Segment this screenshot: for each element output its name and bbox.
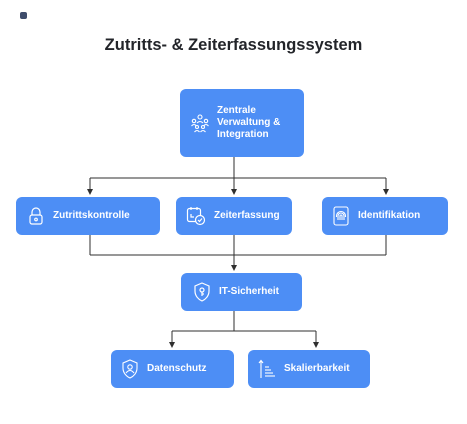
padlock-icon: [28, 207, 44, 225]
node-it-security: IT-Sicherheit: [181, 273, 302, 311]
node-access-control: Zutrittskontrolle: [16, 197, 160, 235]
node-ident-label: Identifikation: [358, 210, 421, 221]
page-title: Zutritts- & Zeiterfassungssystem: [104, 36, 363, 54]
people-network-icon: [190, 113, 210, 133]
shield-key-icon: [193, 282, 211, 302]
clock-calendar-icon: [186, 206, 206, 226]
node-scale-label: Skalierbarkeit: [284, 363, 350, 374]
node-privacy-label: Datenschutz: [147, 363, 207, 374]
node-time-tracking: Zeiterfassung: [176, 197, 292, 235]
scale-up-icon: [258, 359, 276, 379]
brand-logo: [20, 11, 46, 19]
node-identification: Identifikation: [322, 197, 448, 235]
logo-mark-icon: [20, 11, 27, 19]
node-data-privacy: Datenschutz: [111, 350, 234, 388]
user-shield-icon: [121, 359, 139, 379]
fingerprint-phone-icon: [332, 206, 350, 226]
node-time-label: Zeiterfassung: [214, 210, 280, 221]
node-security-label: IT-Sicherheit: [219, 286, 280, 297]
node-scalability: Skalierbarkeit: [248, 350, 370, 388]
node-central-management: Zentrale Verwaltung & Integration: [180, 89, 304, 157]
node-central-label: Zentrale Verwaltung & Integration: [217, 105, 281, 140]
node-access-label: Zutrittskontrolle: [53, 210, 130, 221]
